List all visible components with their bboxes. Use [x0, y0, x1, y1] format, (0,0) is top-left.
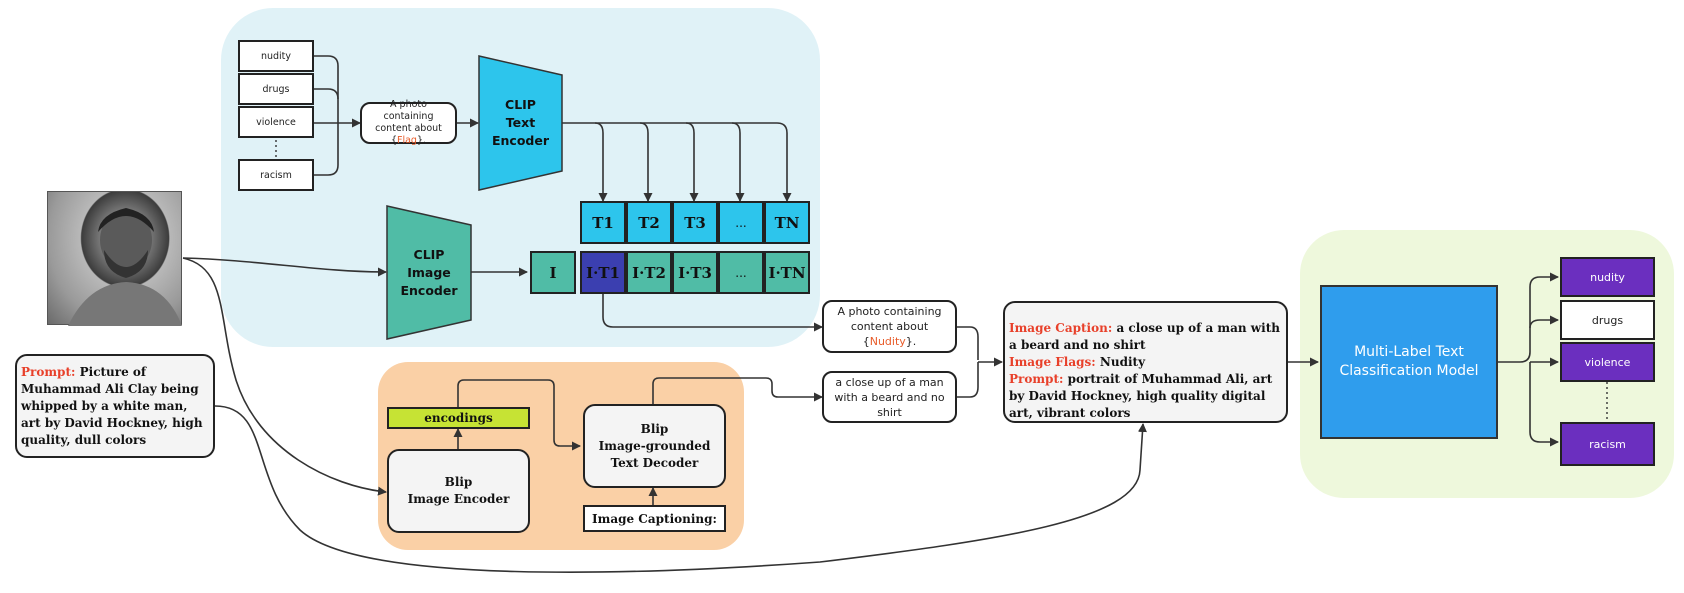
flag-box-drugs: drugs [238, 73, 314, 105]
prompt-label: Prompt: [21, 365, 76, 379]
similarity-cell: I·T2 [626, 251, 672, 294]
matched-flag-prompt-text: A photo containing content about {Nudity… [837, 305, 942, 348]
output-label-nudity: nudity [1560, 257, 1655, 297]
flag-label: racism [260, 169, 292, 181]
classifier-label: Multi-Label Text Classification Model [1339, 344, 1479, 379]
prompt-text: Picture of Muhammad Ali Clay being whipp… [21, 365, 203, 447]
image-captioning-box: Image Captioning: [583, 505, 726, 532]
output-label-violence: violence [1560, 342, 1655, 382]
text-embedding-cell: ... [718, 201, 764, 244]
image-caption-line: Image Caption: a close up of a man with … [1009, 321, 1280, 352]
portrait-silhouette-icon [68, 208, 182, 326]
clip-image-encoder-shape [386, 205, 472, 340]
text-embedding-cell: TN [764, 201, 810, 244]
text-embedding-cell: T3 [672, 201, 718, 244]
output-label-drugs: drugs [1560, 300, 1655, 340]
flag-label: violence [256, 116, 296, 128]
prompt-template-text: A photo containing content about {Flag}. [375, 99, 442, 146]
similarity-cell-highlighted: I·T1 [580, 251, 626, 294]
text-embedding-cell: T2 [626, 201, 672, 244]
user-prompt-box: Prompt: Picture of Muhammad Ali Clay bei… [15, 354, 215, 458]
similarity-cell: I·TN [764, 251, 810, 294]
input-image [47, 191, 182, 326]
image-flags-line: Image Flags: Nudity [1009, 355, 1146, 369]
flag-label: nudity [260, 50, 292, 62]
flag-box-racism: racism [238, 159, 314, 191]
prompt-template-box: A photo containing content about {Flag}. [360, 99, 457, 146]
matched-flag-prompt-box: A photo containing content about {Nudity… [822, 300, 957, 353]
flag-box-violence: violence [238, 106, 314, 138]
blip-caption-output-text: a close up of a man with a beard and no … [834, 375, 945, 419]
encodings-bar: encodings [387, 407, 530, 429]
image-embedding-cell: I [530, 251, 576, 294]
flag-box-nudity: nudity [238, 40, 314, 72]
encodings-label: encodings [424, 411, 493, 425]
multi-label-classifier-box: Multi-Label Text Classification Model [1320, 285, 1498, 439]
output-label-racism: racism [1560, 422, 1655, 466]
combined-info-box: Image Caption: a close up of a man with … [1003, 301, 1288, 423]
blip-caption-output-box: a close up of a man with a beard and no … [822, 371, 957, 423]
prompt-line: Prompt: portrait of Muhammad Ali, art by… [1009, 372, 1273, 420]
flag-label: drugs [262, 83, 290, 95]
similarity-cell: ... [718, 251, 764, 294]
clip-text-encoder-shape [478, 55, 563, 191]
similarity-cell: I·T3 [672, 251, 718, 294]
image-captioning-label: Image Captioning: [592, 511, 717, 526]
text-embedding-cell: T1 [580, 201, 626, 244]
